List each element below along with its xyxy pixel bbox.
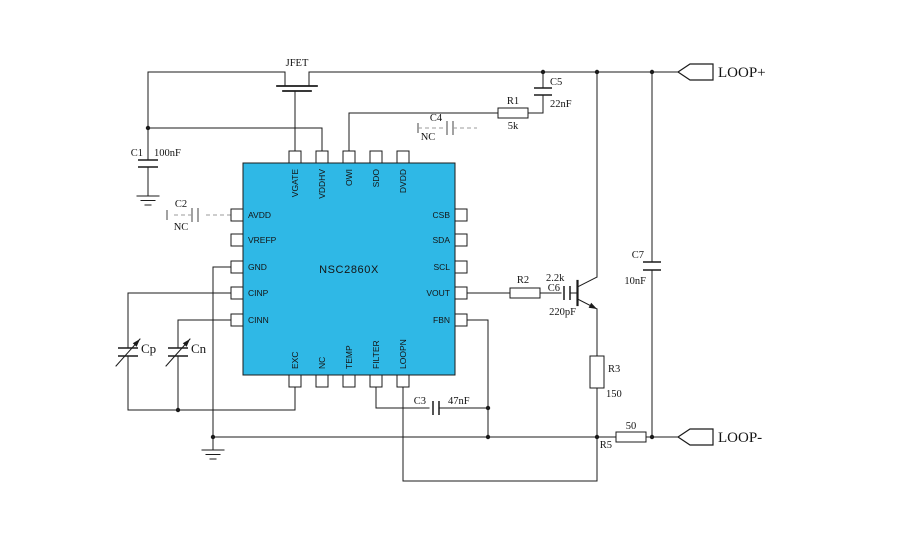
ground-symbol — [136, 195, 160, 206]
cn-variable-capacitor: Cn — [165, 338, 207, 367]
c7-capacitor: C7 10nF — [624, 250, 661, 287]
pin-square — [396, 374, 410, 388]
r3-value: 150 — [606, 389, 622, 400]
r2-ref: R2 — [517, 275, 529, 286]
pin-square — [230, 286, 244, 300]
loop-minus-label: LOOP- — [718, 430, 762, 446]
c1-ref: C1 — [131, 148, 143, 159]
c4-ref: C4 — [430, 113, 443, 124]
junction-dots — [145, 69, 655, 440]
c5-capacitor: C5 22nF — [534, 77, 572, 110]
ic-pin-labels: AVDD VREFP GND CINP CINN CSB SDA SCL VOU… — [248, 169, 450, 369]
loop-plus-label: LOOP+ — [718, 65, 766, 81]
pin-square — [369, 374, 383, 388]
c3-ref: C3 — [414, 396, 426, 407]
r2-value: 2.2k — [546, 273, 565, 284]
pin-square — [454, 208, 468, 222]
pin-square — [288, 150, 302, 164]
pin-square — [342, 150, 356, 164]
pin-label-loopn: LOOPN — [398, 339, 408, 369]
pin-label-avdd: AVDD — [248, 210, 271, 220]
c6-ref: C6 — [548, 283, 560, 294]
npn-transistor — [576, 276, 598, 310]
jfet-symbol: JFET — [276, 58, 318, 152]
r5-ref: R5 — [600, 440, 612, 451]
r1-ref: R1 — [507, 96, 519, 107]
pin-label-filter: FILTER — [371, 340, 381, 369]
cn-ref: Cn — [191, 341, 207, 356]
c6-capacitor: C6 220pF — [548, 283, 576, 318]
pin-label-dvdd: DVDD — [398, 169, 408, 193]
pin-label-gnd: GND — [248, 262, 267, 272]
pin-label-csb: CSB — [433, 210, 451, 220]
pin-label-temp: TEMP — [344, 345, 354, 369]
c2-ref: C2 — [175, 199, 187, 210]
pin-square — [342, 374, 356, 388]
pin-label-owi: OWI — [344, 169, 354, 186]
pin-square — [230, 260, 244, 274]
c7-value: 10nF — [624, 276, 646, 287]
pin-label-vddhv: VDDHV — [317, 169, 327, 199]
loop-minus-connector: LOOP- — [676, 428, 762, 446]
r1-resistor: R1 5k — [497, 96, 529, 132]
pin-square — [454, 286, 468, 300]
pin-square — [369, 150, 383, 164]
pin-label-vrefp: VREFP — [248, 235, 277, 245]
r3-ref: R3 — [608, 364, 620, 375]
c1-value: 100nF — [154, 148, 181, 159]
pin-label-fbn: FBN — [433, 315, 450, 325]
ic-pin-squares — [230, 150, 468, 388]
pin-square — [454, 313, 468, 327]
pin-label-cinn: CINN — [248, 315, 269, 325]
c2-capacitor-nc: C2 NC — [166, 199, 231, 233]
pin-label-scl: SCL — [433, 262, 450, 272]
ic-name: NSC2860X — [319, 264, 379, 276]
jfet-label: JFET — [286, 58, 309, 69]
c5-ref: C5 — [550, 77, 562, 88]
c3-value: 47nF — [448, 396, 470, 407]
c1-capacitor: C1 100nF — [131, 148, 181, 168]
pin-label-sda: SDA — [433, 235, 451, 245]
cp-ref: Cp — [141, 341, 156, 356]
pin-square — [230, 208, 244, 222]
c6-value: 220pF — [549, 307, 576, 318]
pin-label-sdo: SDO — [371, 169, 381, 188]
ic-body: NSC2860X — [242, 162, 456, 376]
pin-square — [230, 313, 244, 327]
ground-symbol — [201, 449, 225, 460]
pin-square — [315, 374, 329, 388]
r5-resistor: R5 50 — [600, 421, 647, 451]
cp-variable-capacitor: Cp — [115, 338, 156, 367]
pin-square — [454, 233, 468, 247]
pin-square — [454, 260, 468, 274]
pin-square — [396, 150, 410, 164]
c7-ref: C7 — [632, 250, 644, 261]
c3-capacitor: C3 47nF — [414, 396, 470, 415]
wires — [127, 71, 679, 482]
c4-capacitor-nc: C4 NC — [417, 113, 477, 143]
r5-value: 50 — [626, 421, 637, 432]
pin-label-nc: NC — [317, 357, 327, 369]
c2-value: NC — [174, 222, 189, 233]
r2-resistor: R2 2.2k — [509, 273, 565, 299]
pin-label-cinp: CINP — [248, 288, 269, 298]
r1-value: 5k — [508, 121, 519, 132]
r3-resistor: R3 150 — [589, 355, 622, 400]
pin-square — [288, 374, 302, 388]
loop-plus-connector: LOOP+ — [676, 63, 766, 81]
pin-square — [315, 150, 329, 164]
pin-label-exc: EXC — [290, 352, 300, 369]
c5-value: 22nF — [550, 99, 572, 110]
pin-square — [230, 233, 244, 247]
pin-label-vgate: VGATE — [290, 169, 300, 198]
c4-value: NC — [421, 132, 436, 143]
pin-label-vout: VOUT — [426, 288, 450, 298]
